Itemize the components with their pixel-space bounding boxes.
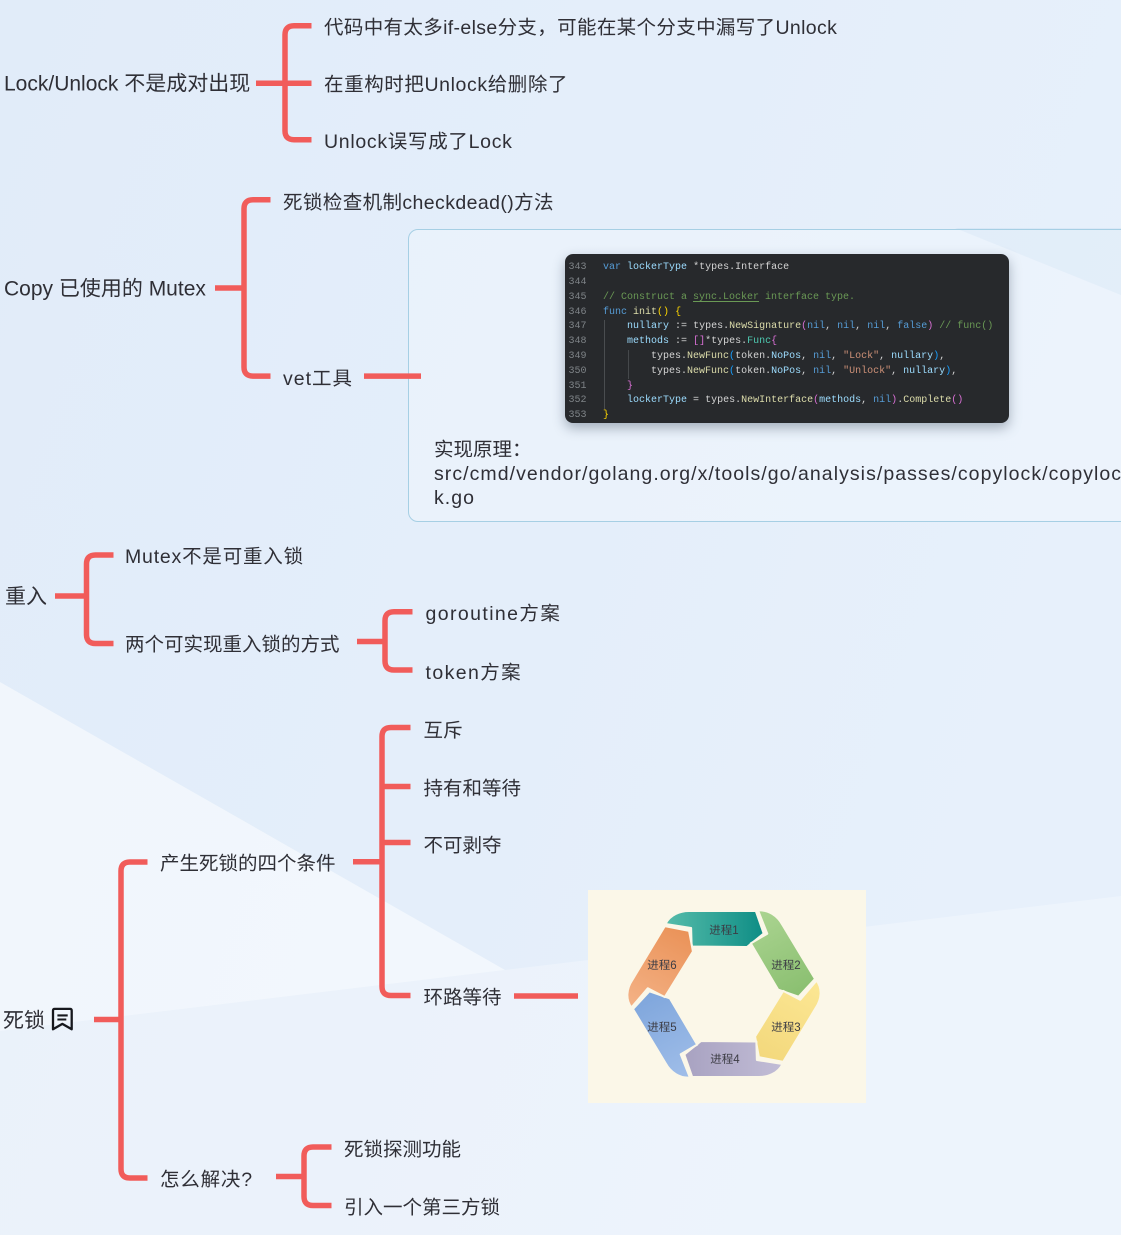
svg-text:进程2: 进程2 (771, 959, 800, 972)
svg-text:进程6: 进程6 (647, 959, 676, 972)
svg-text:进程5: 进程5 (647, 1021, 676, 1034)
svg-text:进程1: 进程1 (709, 924, 738, 937)
svg-text:进程4: 进程4 (710, 1053, 740, 1066)
svg-text:进程3: 进程3 (771, 1021, 800, 1034)
